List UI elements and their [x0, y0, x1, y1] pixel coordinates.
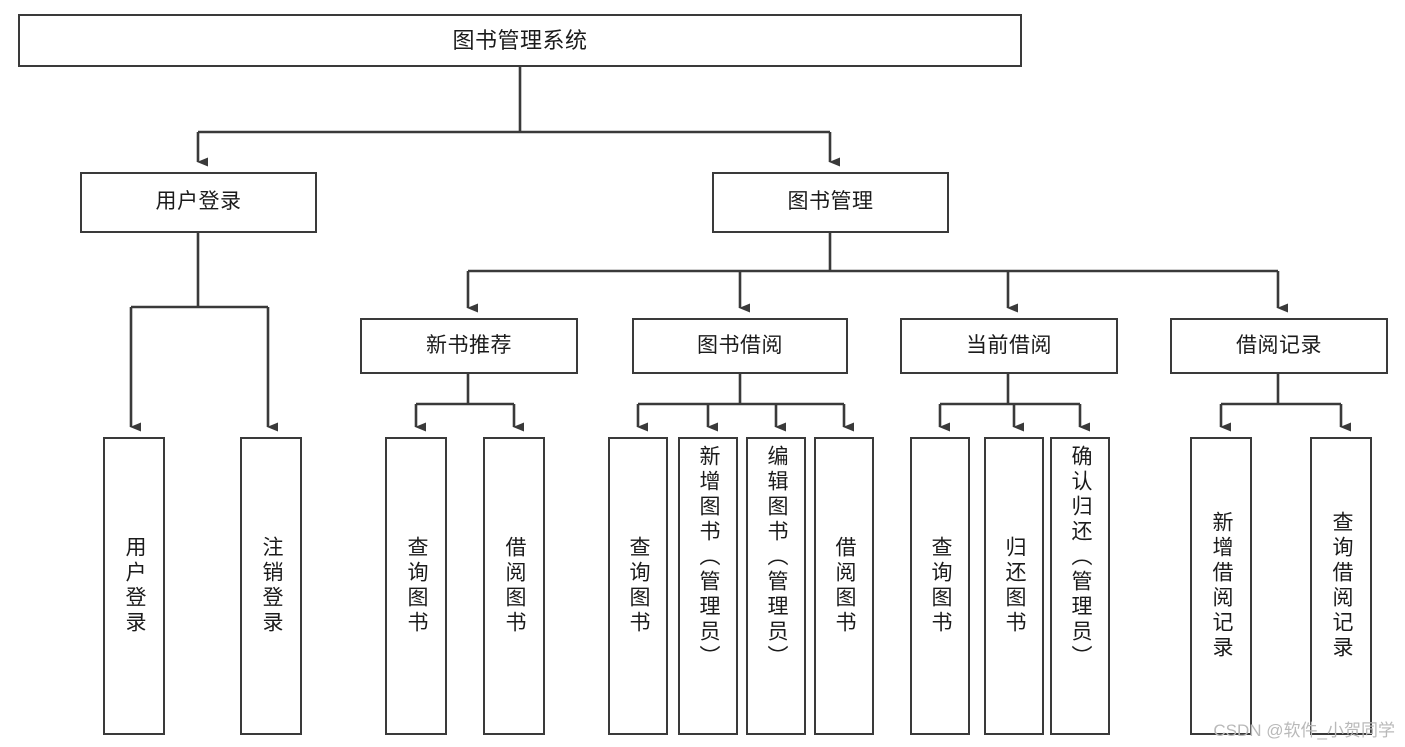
node-user-login-label: 用户登录 — [155, 190, 242, 214]
node-borrow-record[interactable]: 借阅记录 — [1170, 318, 1388, 374]
leaf-user-login[interactable]: 用户登录 — [103, 437, 165, 735]
leaf-query-book-current[interactable]: 查询图书 — [910, 437, 970, 735]
leaf-query-book-current-label: 查询图书 — [929, 536, 953, 636]
node-root[interactable]: 图书管理系统 — [18, 14, 1022, 67]
node-new-book-recommend-label: 新书推荐 — [426, 333, 512, 357]
node-book-management-label: 图书管理 — [787, 190, 874, 214]
leaf-add-borrow-record[interactable]: 新增借阅记录 — [1190, 437, 1252, 735]
leaf-query-book-recommend-label: 查询图书 — [405, 536, 429, 636]
leaf-borrow-book-recommend-label: 借阅图书 — [503, 536, 527, 636]
leaf-borrow-book[interactable]: 借阅图书 — [814, 437, 874, 735]
leaf-confirm-return-admin[interactable]: 确认归还（管理员） — [1050, 437, 1110, 735]
leaf-borrow-book-recommend[interactable]: 借阅图书 — [483, 437, 545, 735]
leaf-query-book[interactable]: 查询图书 — [608, 437, 668, 735]
node-book-borrow-label: 图书借阅 — [697, 333, 783, 357]
leaf-query-borrow-record[interactable]: 查询借阅记录 — [1310, 437, 1372, 735]
node-borrow-record-label: 借阅记录 — [1236, 333, 1322, 357]
leaf-add-borrow-record-label: 新增借阅记录 — [1210, 511, 1234, 661]
node-book-management[interactable]: 图书管理 — [712, 172, 949, 233]
leaf-query-borrow-record-label: 查询借阅记录 — [1330, 511, 1354, 661]
leaf-user-login-label: 用户登录 — [123, 536, 147, 636]
node-user-login[interactable]: 用户登录 — [80, 172, 317, 233]
leaf-edit-book-admin[interactable]: 编辑图书（管理员） — [746, 437, 806, 735]
leaf-add-book-admin[interactable]: 新增图书（管理员） — [678, 437, 738, 735]
leaf-return-book[interactable]: 归还图书 — [984, 437, 1044, 735]
node-current-borrow-label: 当前借阅 — [966, 333, 1052, 357]
leaf-borrow-book-label: 借阅图书 — [833, 536, 857, 636]
node-new-book-recommend[interactable]: 新书推荐 — [360, 318, 578, 374]
leaf-edit-book-admin-label: 编辑图书（管理员） — [765, 445, 789, 670]
leaf-confirm-return-admin-label: 确认归还（管理员） — [1069, 445, 1093, 670]
leaf-return-book-label: 归还图书 — [1003, 536, 1027, 636]
leaf-query-book-recommend[interactable]: 查询图书 — [385, 437, 447, 735]
csdn-watermark: CSDN @软件_小贺同学 — [1213, 721, 1395, 740]
leaf-add-book-admin-label: 新增图书（管理员） — [697, 445, 721, 670]
leaf-query-book-label: 查询图书 — [627, 536, 651, 636]
leaf-logout[interactable]: 注销登录 — [240, 437, 302, 735]
node-book-borrow[interactable]: 图书借阅 — [632, 318, 848, 374]
node-current-borrow[interactable]: 当前借阅 — [900, 318, 1118, 374]
node-root-label: 图书管理系统 — [452, 27, 588, 53]
leaf-logout-label: 注销登录 — [260, 536, 284, 636]
